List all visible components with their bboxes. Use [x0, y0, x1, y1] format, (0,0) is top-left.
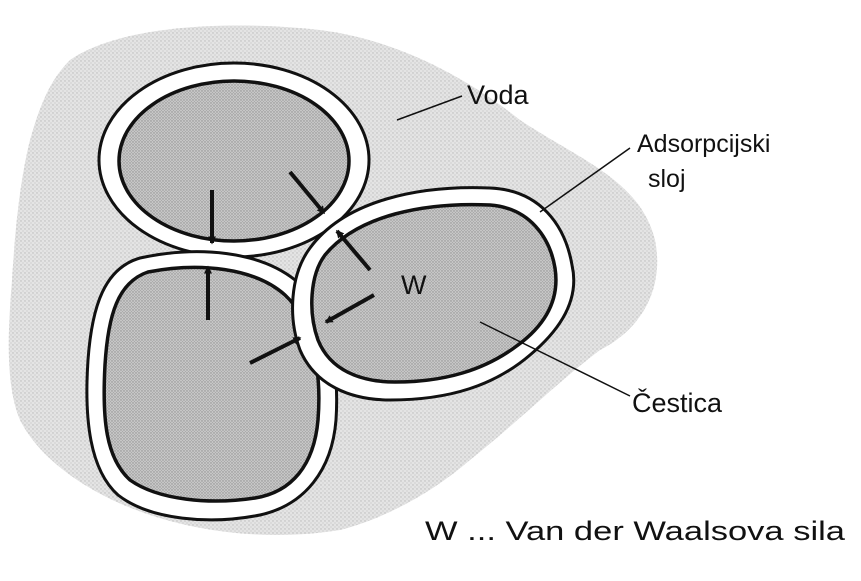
adsorption-layer-label-line1: Adsorpcijski: [637, 130, 770, 158]
force-label: W: [401, 270, 427, 300]
particle-core: [104, 267, 319, 501]
particle-core: [119, 81, 349, 241]
particle-label: Čestica: [632, 387, 723, 418]
water-label: Voda: [467, 80, 530, 110]
caption: W ... Van der Waalsova sila: [425, 516, 846, 546]
adsorption-layer-label-line2: sloj: [648, 165, 686, 193]
